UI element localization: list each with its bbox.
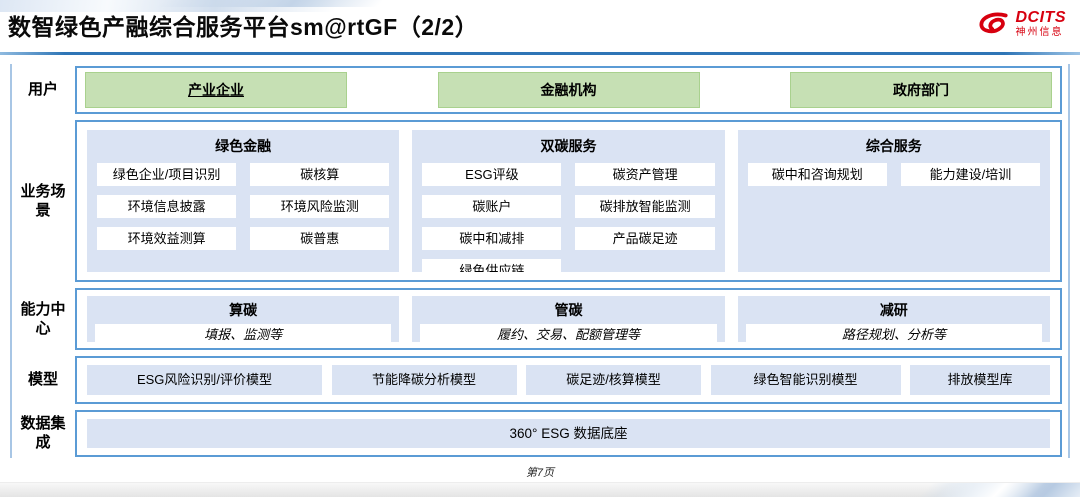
data-integration-band: 360° ESG 数据底座: [75, 410, 1062, 457]
scenario-panel-title: 综合服务: [865, 138, 922, 154]
capability-desc: 路径规划、分析等: [745, 324, 1042, 346]
scenario-item: 产品碳足迹: [575, 227, 715, 250]
scenario-item: 环境效益测算: [97, 227, 237, 250]
capability-panel-carbon-management: 管碳 履约、交易、配额管理等: [412, 296, 725, 346]
bottom-bar-decoration: [0, 482, 1080, 497]
scenario-item: 能力建设/培训: [900, 163, 1040, 186]
capability-panel-carbon-reduction-research: 减研 路径规划、分析等: [737, 296, 1050, 346]
scenario-grid: ESG评级 碳资产管理 碳账户 碳排放智能监测 碳中和减排 产品碳足迹 绿色供应…: [422, 163, 715, 272]
layer-label-capabilities: 能力中心: [20, 301, 66, 337]
capability-panel-carbon-accounting: 算碳 填报、监测等: [87, 296, 400, 346]
layer-label-scenarios: 业务场景: [20, 183, 66, 219]
model-box: 绿色智能识别模型: [710, 365, 901, 395]
scenario-item: 绿色供应链: [422, 259, 562, 272]
business-scenarios-band: 绿色金融 绿色企业/项目识别 碳核算 环境信息披露 环境风险监测 环境效益测算 …: [75, 120, 1062, 282]
layer-label-users: 用户: [27, 81, 58, 98]
model-box: 节能降碳分析模型: [331, 365, 517, 395]
scenario-item: 碳排放智能监测: [575, 195, 715, 218]
model-box: ESG风险识别/评价模型: [87, 365, 322, 395]
bottom-swoosh-highlight: [899, 483, 1080, 497]
capability-title: 减研: [879, 302, 908, 318]
scenario-item: 绿色企业/项目识别: [97, 163, 237, 186]
user-box-financial-institution: 金融机构: [437, 72, 700, 108]
capability-title: 管碳: [554, 302, 583, 318]
scenario-panel-green-finance: 绿色金融 绿色企业/项目识别 碳核算 环境信息披露 环境风险监测 环境效益测算 …: [87, 130, 400, 272]
scenario-panel-dual-carbon: 双碳服务 ESG评级 碳资产管理 碳账户 碳排放智能监测 碳中和减排 产品碳足迹…: [412, 130, 725, 272]
capability-desc: 填报、监测等: [95, 324, 392, 346]
scenario-item: 碳账户: [422, 195, 562, 218]
logo-company: 神州信息: [1015, 27, 1064, 38]
capability-desc: 履约、交易、配额管理等: [420, 324, 717, 346]
right-guide-line: [1068, 64, 1070, 458]
scenario-panel-title: 绿色金融: [215, 138, 272, 154]
capability-title: 算碳: [229, 302, 258, 318]
scenario-item: 环境风险监测: [250, 195, 390, 218]
left-guide-line: [10, 64, 12, 458]
page-title: 数智绿色产融综合服务平台sm@rtGF（2/2）: [8, 14, 479, 40]
esg-data-base-box: 360° ESG 数据底座: [87, 419, 1050, 448]
scenario-item: 碳资产管理: [575, 163, 715, 186]
scenario-item: 碳普惠: [250, 227, 390, 250]
scenario-item: 碳中和咨询规划: [747, 163, 887, 186]
dcits-swoosh-icon: [976, 11, 1012, 38]
layer-label-models: 模型: [27, 371, 58, 388]
scenario-item: 碳中和减排: [422, 227, 562, 250]
layer-label-data-integration: 数据集成: [20, 415, 66, 451]
page-number: 第7页: [525, 467, 555, 479]
model-box: 排放模型库: [910, 365, 1050, 395]
scenario-panel-title: 双碳服务: [540, 138, 597, 154]
user-box-government: 政府部门: [790, 72, 1052, 108]
logo-text: DCITS 神州信息: [1016, 10, 1067, 38]
dcits-logo: DCITS 神州信息: [976, 10, 1067, 38]
scenario-panel-comprehensive: 综合服务 碳中和咨询规划 能力建设/培训: [737, 130, 1050, 272]
top-swoosh-highlight: [157, 0, 383, 7]
logo-brand: DCITS: [1015, 9, 1066, 26]
scenario-item: ESG评级: [422, 163, 562, 186]
models-band: ESG风险识别/评价模型 节能降碳分析模型 碳足迹/核算模型 绿色智能识别模型 …: [75, 356, 1062, 404]
capability-center-band: 算碳 填报、监测等 管碳 履约、交易、配额管理等 减研 路径规划、分析等: [75, 288, 1062, 350]
users-band: 产业企业 金融机构 政府部门: [75, 66, 1062, 114]
model-box: 碳足迹/核算模型: [526, 365, 701, 395]
user-box-industry-enterprise[interactable]: 产业企业: [85, 72, 347, 108]
scenario-grid: 绿色企业/项目识别 碳核算 环境信息披露 环境风险监测 环境效益测算 碳普惠: [97, 163, 390, 250]
scenario-grid: 碳中和咨询规划 能力建设/培训: [747, 163, 1040, 186]
scenario-item: 环境信息披露: [97, 195, 237, 218]
title-underline: [0, 52, 1080, 55]
scenario-item: 碳核算: [250, 163, 390, 186]
